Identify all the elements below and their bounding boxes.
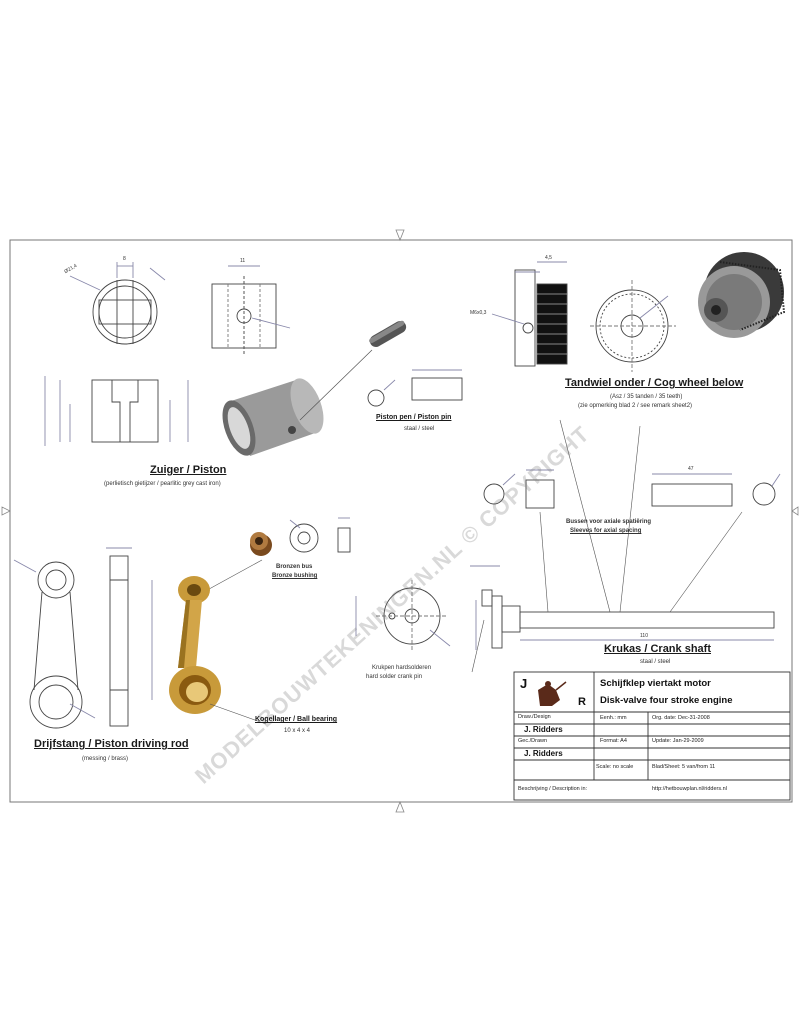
cog-wheel-note-1: (Asz / 35 tanden / 35 teeth) [610, 394, 683, 400]
border-mark-bottom [395, 800, 405, 813]
cog-wheel-note-2: (zie opmerking blad 2 / see remark sheet… [578, 403, 693, 409]
title-block-grid [513, 671, 791, 801]
piston-3d [222, 349, 373, 456]
dim-sleeve-length: 47 [688, 466, 694, 472]
piston-top-view [69, 262, 166, 345]
border-mark-right [791, 506, 799, 516]
crank-pin-note-2: hard solder crank pin [366, 674, 423, 680]
crank-shaft-title: Krukas / Crank shaft [604, 643, 711, 655]
dim-cog-label: M6x0,3 [470, 310, 487, 316]
connecting-rod-note: (messing / brass) [82, 756, 129, 762]
update-date: Update: Jan-29-2009 [652, 738, 704, 744]
scale-label: Scale: no scale [596, 764, 634, 770]
draw-design-name: J. Ridders [524, 725, 563, 734]
logo-figure [538, 681, 567, 706]
connecting-rod-side [106, 547, 153, 727]
drawn-name: J. Ridders [524, 749, 563, 758]
format-label: Format: A4 [600, 738, 627, 744]
crank-shaft-side [470, 565, 775, 650]
drawing-title-nl: Schijfklep viertakt motor [600, 678, 711, 689]
footer-url: http://hetbouwplan.nl/ridders.nl [652, 786, 727, 792]
piston-pin-views [367, 369, 463, 407]
unit-label: Eenh.: mm [600, 715, 627, 721]
pin-block-view [211, 265, 291, 356]
original-date: Org. date: Dec-31-2008 [652, 715, 710, 721]
border-mark-top [395, 229, 405, 242]
cog-side-view [491, 261, 568, 367]
dim-pin-block: 11 [240, 258, 246, 264]
bronze-bushing-3d [199, 532, 272, 595]
border-mark-left [1, 506, 11, 516]
dim-shaft-length: 110 [640, 633, 648, 639]
draw-design-label: Draw./Design [518, 714, 551, 720]
piston-pin-3d [369, 320, 407, 347]
bronze-bushing-title-nl: Bronzen bus [276, 564, 313, 570]
logo-letter-r: R [578, 696, 586, 708]
ball-bearing-note: 10 x 4 x 4 [284, 728, 311, 734]
connecting-rod-front [13, 559, 96, 729]
bronze-bushing-title-en: Bronze bushing [272, 573, 318, 579]
bushing-views [483, 469, 781, 509]
connecting-rod-title: Drijfstang / Piston driving rod [34, 738, 189, 750]
dim-piston-width: 8 [123, 256, 126, 262]
sheet-number: Blad/Sheet: 5 van/from 11 [652, 764, 716, 770]
cog-wheel-3d [698, 252, 786, 338]
dim-cog-width: 4,5 [545, 255, 552, 261]
connecting-rod-3d [169, 576, 267, 725]
piston-side-view [44, 376, 189, 446]
footer-description: Beschrijving / Description in: [518, 786, 588, 792]
cog-front-view [590, 280, 676, 372]
bushing-title-en: Sleeves for axial spacing [570, 528, 642, 534]
drawing-title-en: Disk-valve four stroke engine [600, 695, 733, 706]
bushing-title-nl: Bussen voor axiale spatiëring [566, 519, 652, 525]
piston-note: (perlietisch gietijzer / pearlitic grey … [104, 481, 221, 487]
ball-bearing-title: Kogellager / Ball bearing [255, 716, 338, 723]
piston-pin-title: Piston pen / Piston pin [376, 414, 452, 421]
bronze-bushing-views [289, 517, 351, 553]
piston-pin-note: staal / steel [404, 426, 435, 432]
crank-shaft-note: staal / steel [640, 659, 671, 665]
sheet-border [9, 239, 793, 803]
drawn-label: Gec./Drawn [518, 738, 548, 744]
logo-letter-j: J [520, 676, 528, 691]
cog-wheel-title: Tandwiel onder / Cog wheel below [565, 377, 744, 389]
leader-lines [471, 419, 743, 673]
crank-shaft-disc-front [355, 580, 451, 652]
piston-title: Zuiger / Piston [150, 464, 227, 476]
crank-pin-note-1: Krukpen hardsolderen [372, 665, 432, 671]
